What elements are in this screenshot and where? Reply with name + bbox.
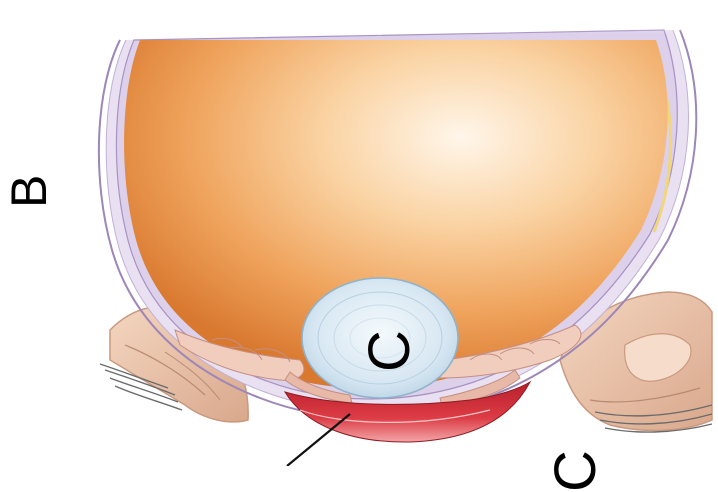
label-partial-bottom: C (547, 450, 605, 492)
top-fade (90, 0, 710, 140)
label-c: C (361, 330, 419, 372)
eye-cross-section-illustration (0, 0, 718, 466)
label-b: B (4, 175, 54, 208)
eye-anatomy-diagram: B C C (0, 0, 718, 466)
